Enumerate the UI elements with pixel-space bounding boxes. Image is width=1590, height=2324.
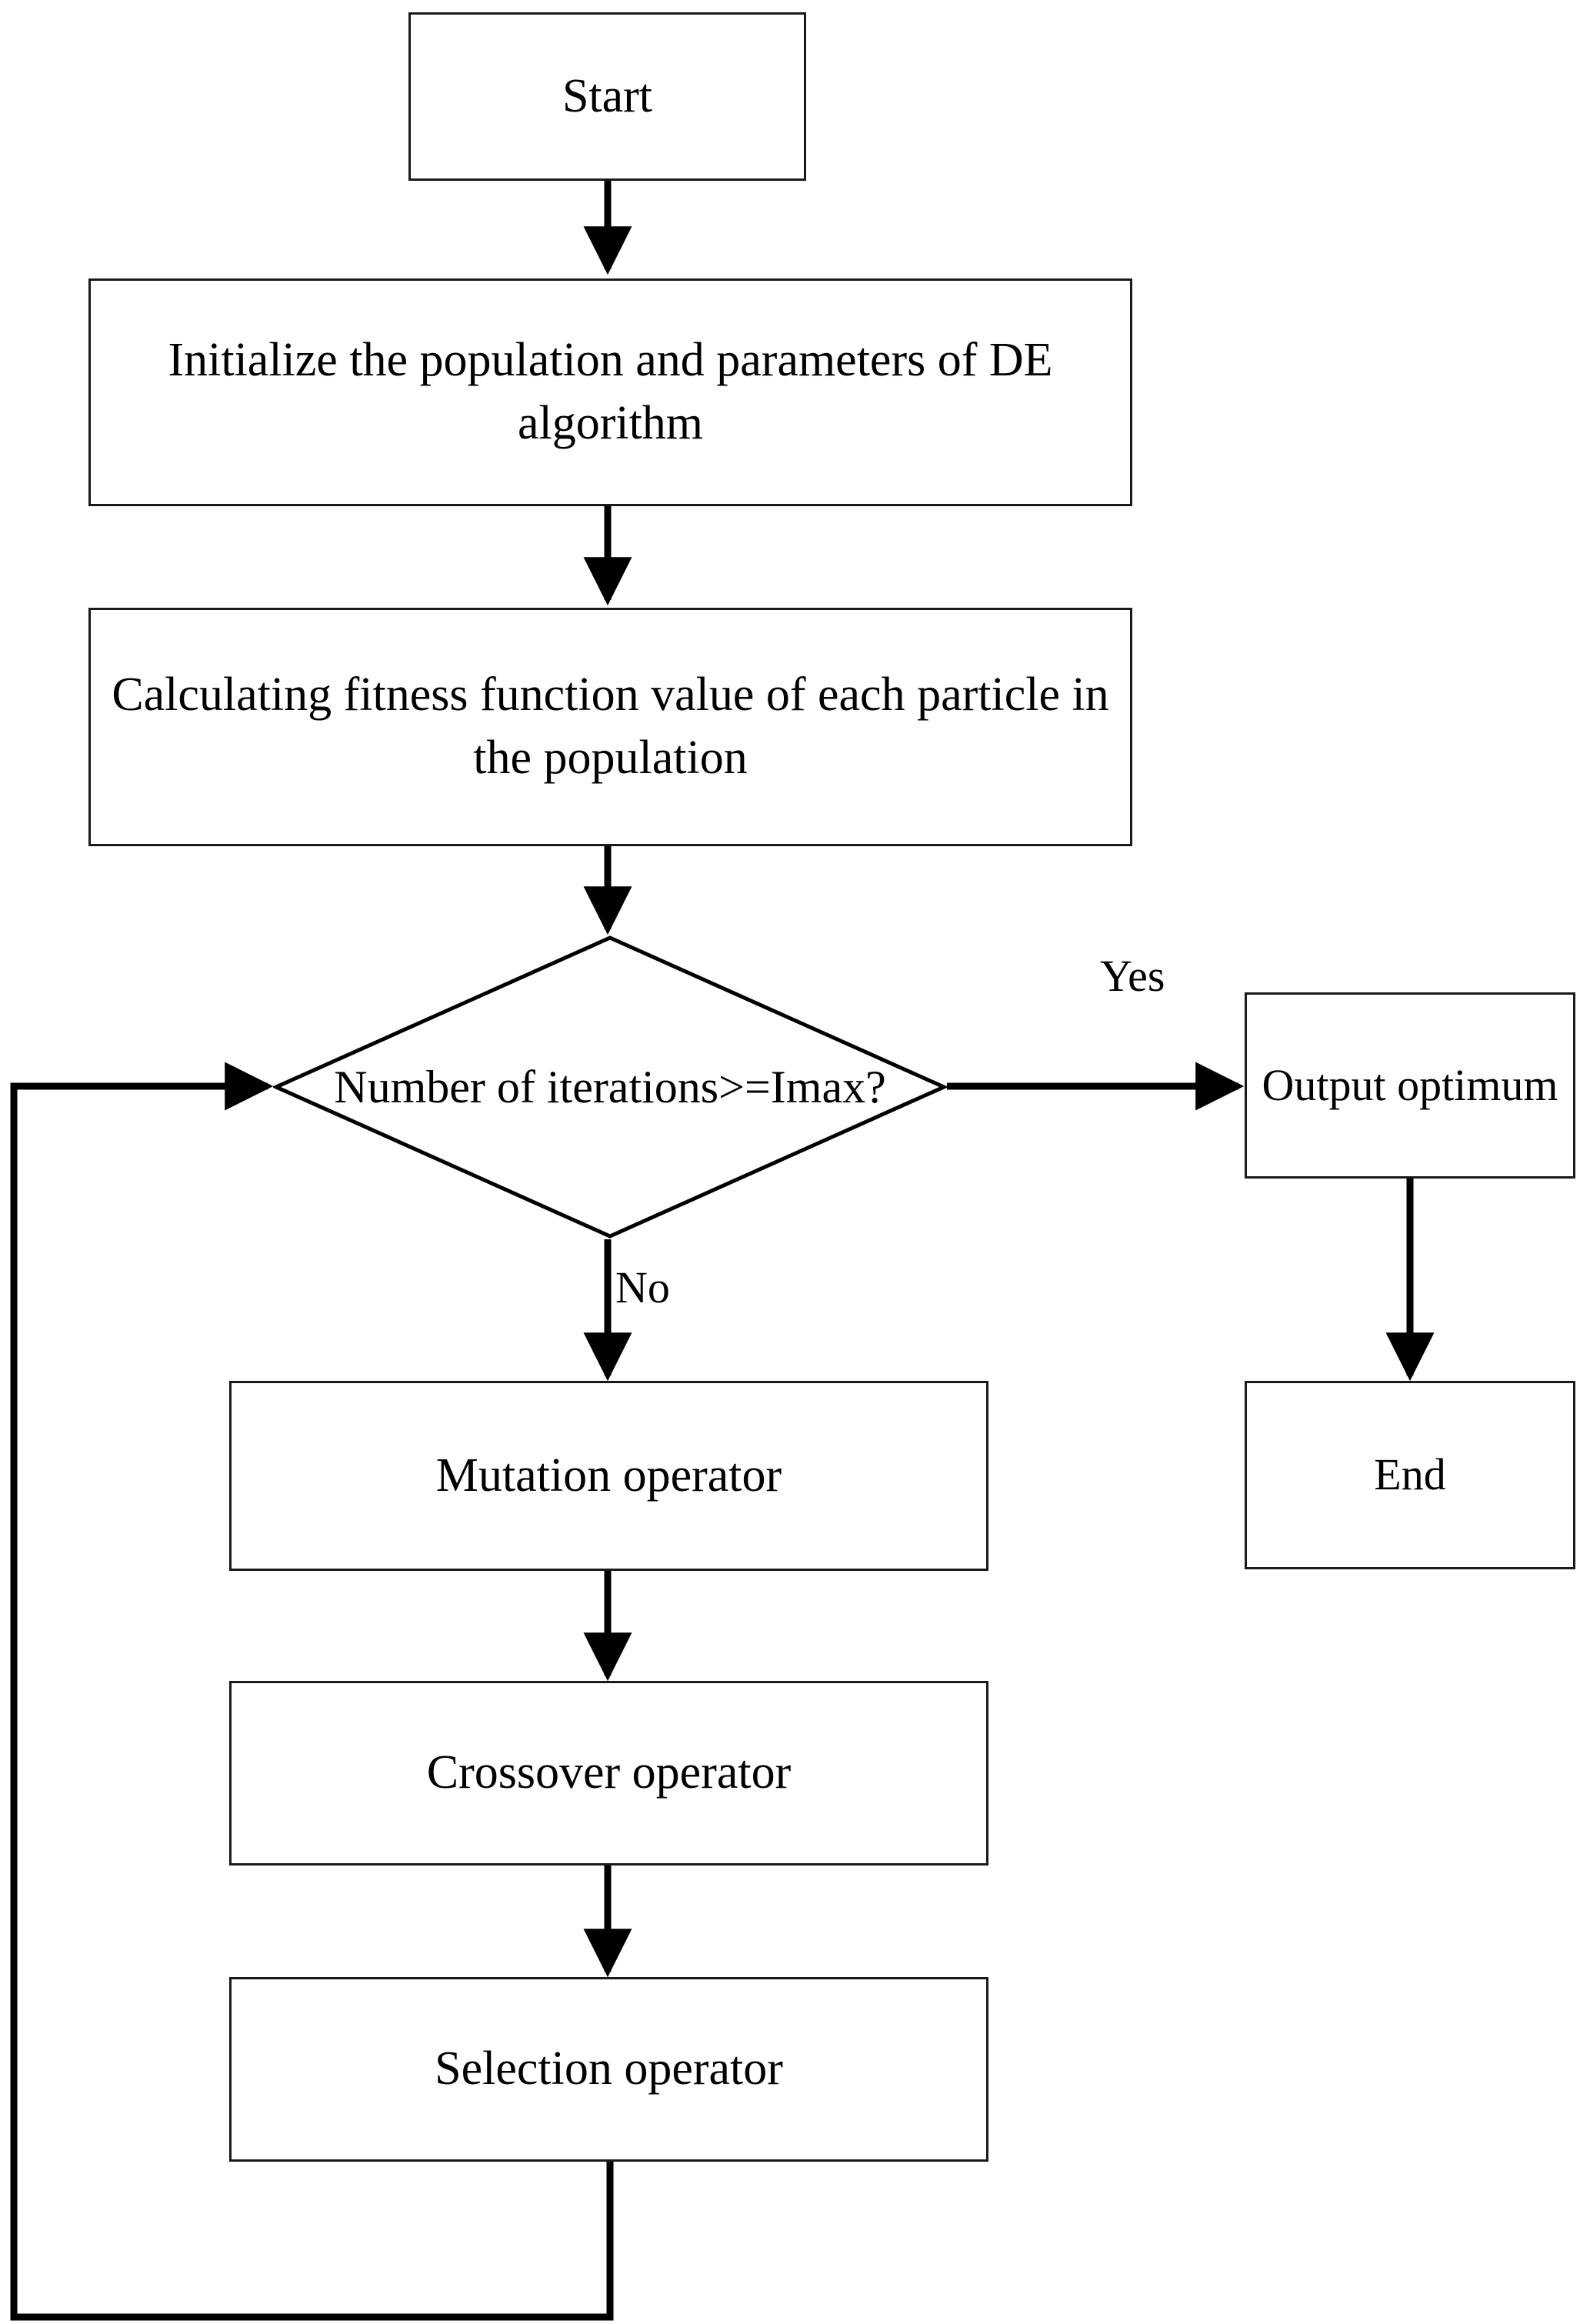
- node-selection-label: Selection operator: [435, 2042, 783, 2096]
- node-crossover-operator[interactable]: Crossover operator: [229, 1681, 988, 1866]
- diamond-shape: [273, 935, 947, 1239]
- node-start-label: Start: [562, 69, 653, 122]
- node-crossover-label: Crossover operator: [426, 1746, 792, 1799]
- node-calculate-label: Calculating fitness function value of ea…: [112, 669, 1109, 784]
- edge-label-no: No: [615, 1262, 670, 1312]
- node-mutation-label: Mutation operator: [435, 1449, 782, 1502]
- node-output-label: Output optimum: [1262, 1059, 1558, 1110]
- node-end[interactable]: End: [1245, 1381, 1575, 1569]
- node-initialize-label: Initialize the population and parameters…: [168, 334, 1053, 449]
- node-end-label: End: [1374, 1449, 1446, 1500]
- node-decision-iterations[interactable]: Number of iterations>=Imax?: [273, 935, 947, 1239]
- node-output-optimum[interactable]: Output optimum: [1245, 992, 1575, 1179]
- node-selection-operator[interactable]: Selection operator: [229, 1977, 988, 2162]
- node-initialize-population[interactable]: Initialize the population and parameters…: [88, 278, 1132, 506]
- node-start[interactable]: Start: [408, 12, 806, 181]
- edge-label-yes: Yes: [1100, 951, 1165, 1001]
- node-calculate-fitness[interactable]: Calculating fitness function value of ea…: [88, 608, 1132, 846]
- node-mutation-operator[interactable]: Mutation operator: [229, 1381, 988, 1571]
